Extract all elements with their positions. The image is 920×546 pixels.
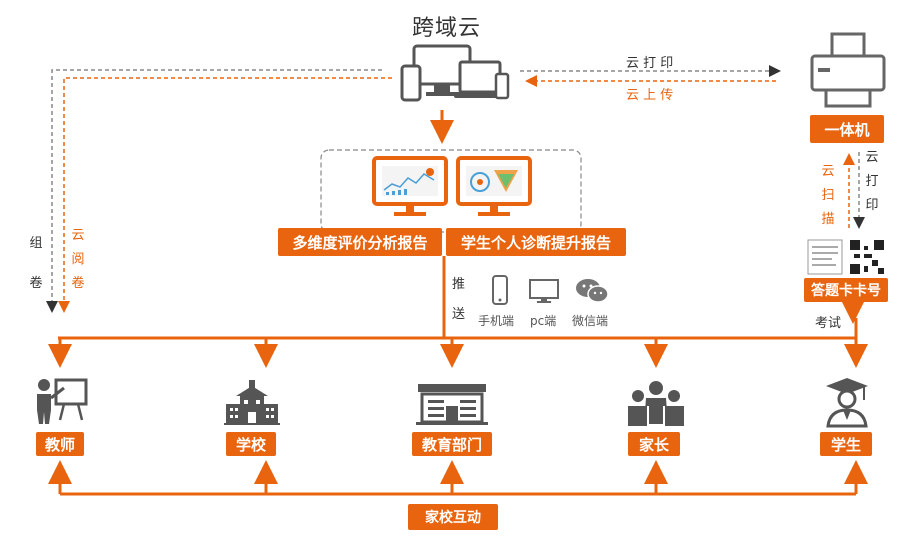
role-school-label: 学校 xyxy=(226,432,276,456)
cloud-review-text: 云阅卷 xyxy=(71,228,85,291)
school-icon xyxy=(224,380,280,425)
cloud-review-dashed-line xyxy=(58,77,392,313)
education-department-icon xyxy=(416,384,488,425)
home-school-interaction-label: 家校互动 xyxy=(408,504,498,530)
cloud-upload-label: 云 上 传 xyxy=(626,88,674,103)
student-diagnosis-report-monitor-icon xyxy=(456,156,532,216)
compose-dashed-line xyxy=(46,69,382,313)
parents-icon xyxy=(628,381,684,426)
all-in-one-machine-label: 一体机 xyxy=(810,115,884,143)
monitor-icon xyxy=(529,279,559,303)
report-group-frame xyxy=(320,149,582,233)
student-diagnosis-report-label: 学生个人诊断提升报告 xyxy=(446,228,626,256)
printer-icon xyxy=(810,32,886,108)
role-parents-label: 家长 xyxy=(628,432,680,456)
compose-text: 组卷 xyxy=(29,236,43,291)
cloud-print-side-text: 云打印 xyxy=(865,150,879,213)
phone-icon xyxy=(492,275,508,305)
push-channel-phone-label: 手机端 xyxy=(478,314,515,328)
answer-card-number-label: 答题卡卡号 xyxy=(804,278,888,302)
role-education-department-label: 教育部门 xyxy=(412,432,492,456)
graduate-student-icon xyxy=(826,378,868,428)
answer-card-qr-icon xyxy=(807,239,884,275)
cloud-print-label: 云 打 印 xyxy=(626,56,674,71)
multi-dimension-report-label: 多维度评价分析报告 xyxy=(278,228,442,256)
devices-icon xyxy=(400,44,510,102)
exam-label: 考试 xyxy=(815,316,842,331)
role-teacher-label: 教师 xyxy=(36,432,84,456)
push-channel-wechat-label: 微信端 xyxy=(572,314,609,328)
push-channel-pc-label: pc端 xyxy=(530,314,557,328)
teacher-icon xyxy=(37,378,88,424)
push-label: 推送 xyxy=(452,277,466,322)
multi-dimension-report-monitor-icon xyxy=(372,156,448,216)
role-student-label: 学生 xyxy=(820,432,872,456)
cloud-scan-text: 云扫描 xyxy=(821,164,835,227)
page-title: 跨域云 xyxy=(412,16,482,41)
wechat-icon xyxy=(576,279,609,303)
